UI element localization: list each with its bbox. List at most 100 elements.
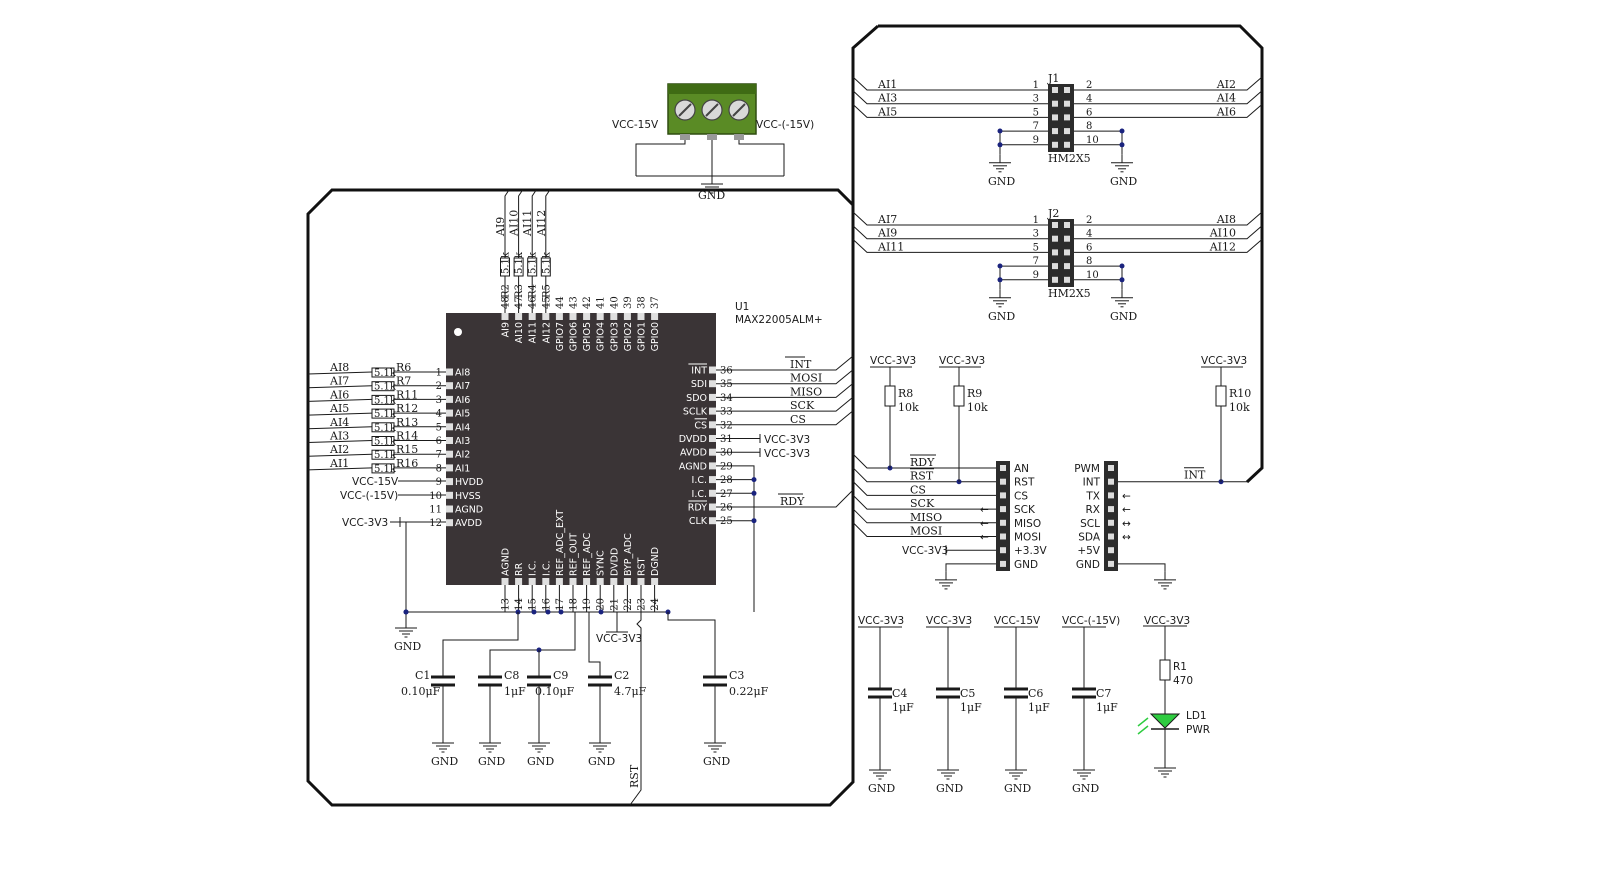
rst-bottom-label: RST [628,764,641,788]
header-body [1048,84,1074,152]
header-right-wire [1074,90,1263,105]
header-pin-num-left: 1 [1033,215,1039,226]
cap-value: 0.10μF [401,685,441,698]
input-resistor-ref: R15 [396,443,418,456]
header-net-left: AI3 [877,92,897,105]
decoupling-val: 1μF [960,701,982,714]
u1-pin-pad [610,578,618,585]
input-resistor [371,408,395,419]
u1-pin-pad [501,313,509,320]
mikrobus-right-pin-label: SDA [1078,532,1101,544]
mikrobus-left-net: RDY [910,456,935,469]
u1-right-net-wire [716,355,854,371]
mikrobus-right-body [1104,461,1118,571]
cap-ref: C1 [415,669,430,682]
u1-pin-name-right: CS [694,420,707,431]
header-pin-num-left: 1 [1033,80,1039,91]
ai-input-wire [307,371,446,375]
junction [545,609,551,615]
hvss-net: VCC-(-15V) [340,490,398,502]
u1-pin-name-left: AI3 [455,436,470,447]
terminal-label-right: VCC-(-15V) [756,119,814,131]
u1-pin-pad [709,393,716,401]
u1-pin-num-left: 6 [436,436,442,447]
gnd-label: GND [1072,782,1099,795]
u1-pin-pad [583,313,591,320]
decoupling-supply-wire [858,626,902,688]
u1-pin-name-right: AVDD [680,448,707,459]
header-body [1048,219,1074,287]
gnd-symbol [703,734,727,753]
input-resistor [371,394,395,405]
top-input-resistor [527,257,538,277]
u1-pin-num-right: 29 [720,461,733,472]
mikrobus-right-pin-label: PWM [1074,463,1100,475]
pullup-val: 10k [1229,401,1250,414]
u1-pin-name-left: AI1 [455,463,470,474]
header-left-wire [852,90,1048,105]
gnd-label: GND [1110,310,1137,323]
u1-pin-pad [446,368,453,376]
u1-pin-name-left: AI8 [455,368,470,379]
input-resistor-ref: R6 [396,361,411,374]
header-net-right: AI10 [1209,227,1236,240]
header-pin [1052,100,1058,107]
u1-pin-name-bottom: REF_ADC_EXT [555,510,566,576]
header-net-left: AI11 [877,240,904,253]
header-pin-num-right: 2 [1086,215,1092,226]
input-resistor-value: 5.1k [374,395,397,406]
mikrobus-left-pin-label: AN [1014,463,1029,475]
header-pin [1064,249,1070,256]
header-pin-num-left: 3 [1033,229,1039,240]
u1-pins: AI81AI72AI63AI54AI45AI36AI27AI18HVDD9HVS… [429,296,733,612]
u1-pin-name-left: AVDD [455,518,482,529]
u1-pin-pad [446,491,453,499]
junction [751,490,757,496]
gnd-symbol [1153,571,1177,590]
mikrobus-left-wire [852,494,996,510]
u1-right-net-wire [716,410,854,426]
r1-ref: R1 [1173,661,1187,673]
gnd-label: GND [988,310,1015,323]
u1-pin-name-bottom: DVDD [609,548,620,576]
r1-resistor [1159,659,1171,681]
pullup-val: 10k [898,401,919,414]
cap-value: 1μF [504,685,526,698]
arrow-left-icon: ← [980,504,989,516]
u1-pin-num-top: 47 [514,296,525,309]
u1-pin-name-left: AI6 [455,395,470,406]
terminal-gnd-label: GND [698,189,725,202]
power-led-circuit: VCC-3V3 R1 470 LD1 PWR [1137,615,1210,778]
header-pin-num-right: 4 [1086,94,1092,105]
u1-pin-num-right: 33 [720,407,733,418]
mikrobus-pin [1108,547,1114,554]
junction [997,277,1003,283]
header-pin [1064,222,1070,228]
header-pin [1064,87,1070,93]
pullup-supply-wire [870,366,912,386]
mikrobus-left-pin-label: MOSI [1014,532,1041,544]
agnd-right-wire [716,465,755,612]
decoupling-caps: VCC-3V3C41μFGNDVCC-3V3C51μFGNDVCC-15VC61… [858,615,1120,795]
junction [1119,263,1125,269]
u1-pin-name-right: SDI [691,379,707,390]
u1-pin-pad [501,578,509,585]
u1-pin-name-left: AI4 [455,422,470,433]
mikrobus-pin [1108,519,1114,526]
terminal-wire-left [635,140,686,176]
arrow-left-icon: ← [1122,504,1131,516]
decoupling-supply: VCC-(-15V) [1062,615,1120,627]
u1-pin-name-bottom: BYP_ADC [623,533,634,576]
top-input-resistor [513,257,524,277]
header-part: HM2X5 [1048,152,1091,165]
mikrobus-left-wire [852,522,996,537]
u1-pin-pad [709,462,716,470]
top-input-resistor-value: 5.1k [541,251,552,274]
input-resistor-value: 5.1k [374,409,397,420]
pullup-resistor [884,385,896,407]
gnd-label: GND [936,782,963,795]
led-emission-icon [1137,717,1149,735]
header-pin [1052,276,1058,283]
u1-pin-num-right: 31 [720,434,733,445]
